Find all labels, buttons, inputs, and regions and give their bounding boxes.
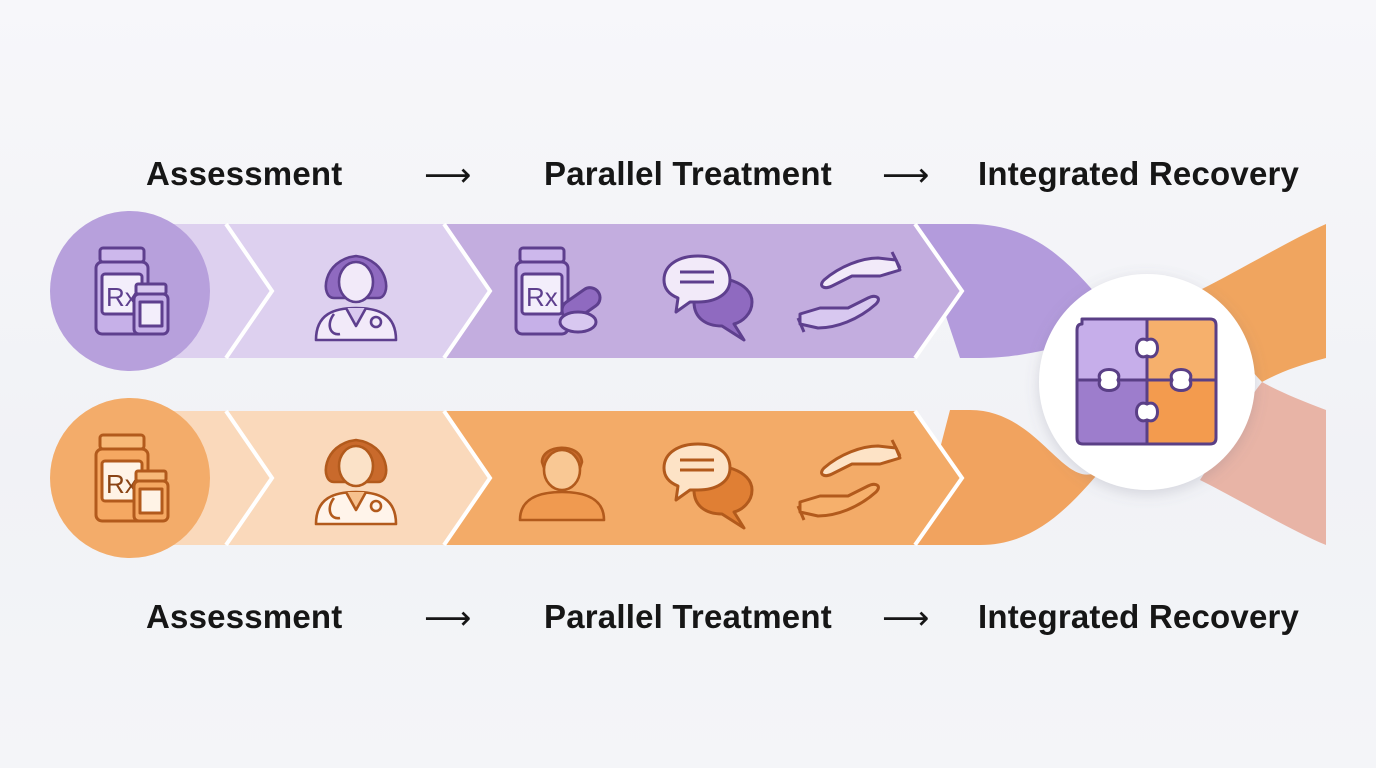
right-orange-band: [1200, 224, 1326, 382]
integration-node: [1039, 274, 1255, 490]
bottom-divider: [224, 409, 275, 547]
person-icon: [518, 446, 606, 522]
arrow-right-icon: ⟶: [882, 599, 930, 636]
doctor-female-icon: [314, 438, 398, 526]
top-divider: [442, 222, 493, 360]
bottom-track: [50, 398, 965, 558]
bottom-divider: [913, 409, 965, 547]
stage-label-assessment: Assessment: [146, 155, 343, 192]
stage-label-parallel-treatment: Parallel Treatment: [544, 155, 832, 192]
bottom-chevron-assessment: [125, 411, 490, 545]
top-stage-labels: Assessment ⟶ Parallel Treatment ⟶ Integr…: [0, 155, 1376, 195]
svg-text:Rx: Rx: [106, 469, 138, 499]
puzzle-pieces-icon: [1075, 317, 1218, 446]
doctor-female-icon: [314, 254, 398, 342]
helping-hands-icon: [796, 251, 902, 333]
helping-hands-icon: [796, 439, 902, 521]
stage-label-parallel-treatment: Parallel Treatment: [544, 598, 832, 635]
bottom-divider: [442, 409, 493, 547]
top-divider: [913, 222, 965, 360]
svg-text:Rx: Rx: [106, 282, 138, 312]
right-blended-band: [1200, 382, 1326, 545]
medication-pills-icon: Rx: [514, 246, 602, 336]
stage-label-integrated-recovery: Integrated Recovery: [978, 598, 1300, 635]
arrow-right-icon: ⟶: [424, 156, 472, 193]
arrow-right-icon: ⟶: [882, 156, 930, 193]
speech-bubbles-icon: [662, 442, 754, 530]
bottom-stage-labels: Assessment ⟶ Parallel Treatment ⟶ Integr…: [0, 598, 1376, 638]
top-divider: [224, 222, 275, 360]
prescription-bottles-icon: Rx: [94, 246, 170, 336]
svg-text:Rx: Rx: [526, 282, 558, 312]
prescription-bottles-icon: Rx: [94, 433, 170, 523]
top-track: [50, 211, 965, 371]
stage-label-integrated-recovery: Integrated Recovery: [978, 155, 1300, 192]
speech-bubbles-icon: [662, 254, 754, 342]
top-chevron-assessment: [125, 224, 490, 358]
arrow-right-icon: ⟶: [424, 599, 472, 636]
stage-label-assessment: Assessment: [146, 598, 343, 635]
